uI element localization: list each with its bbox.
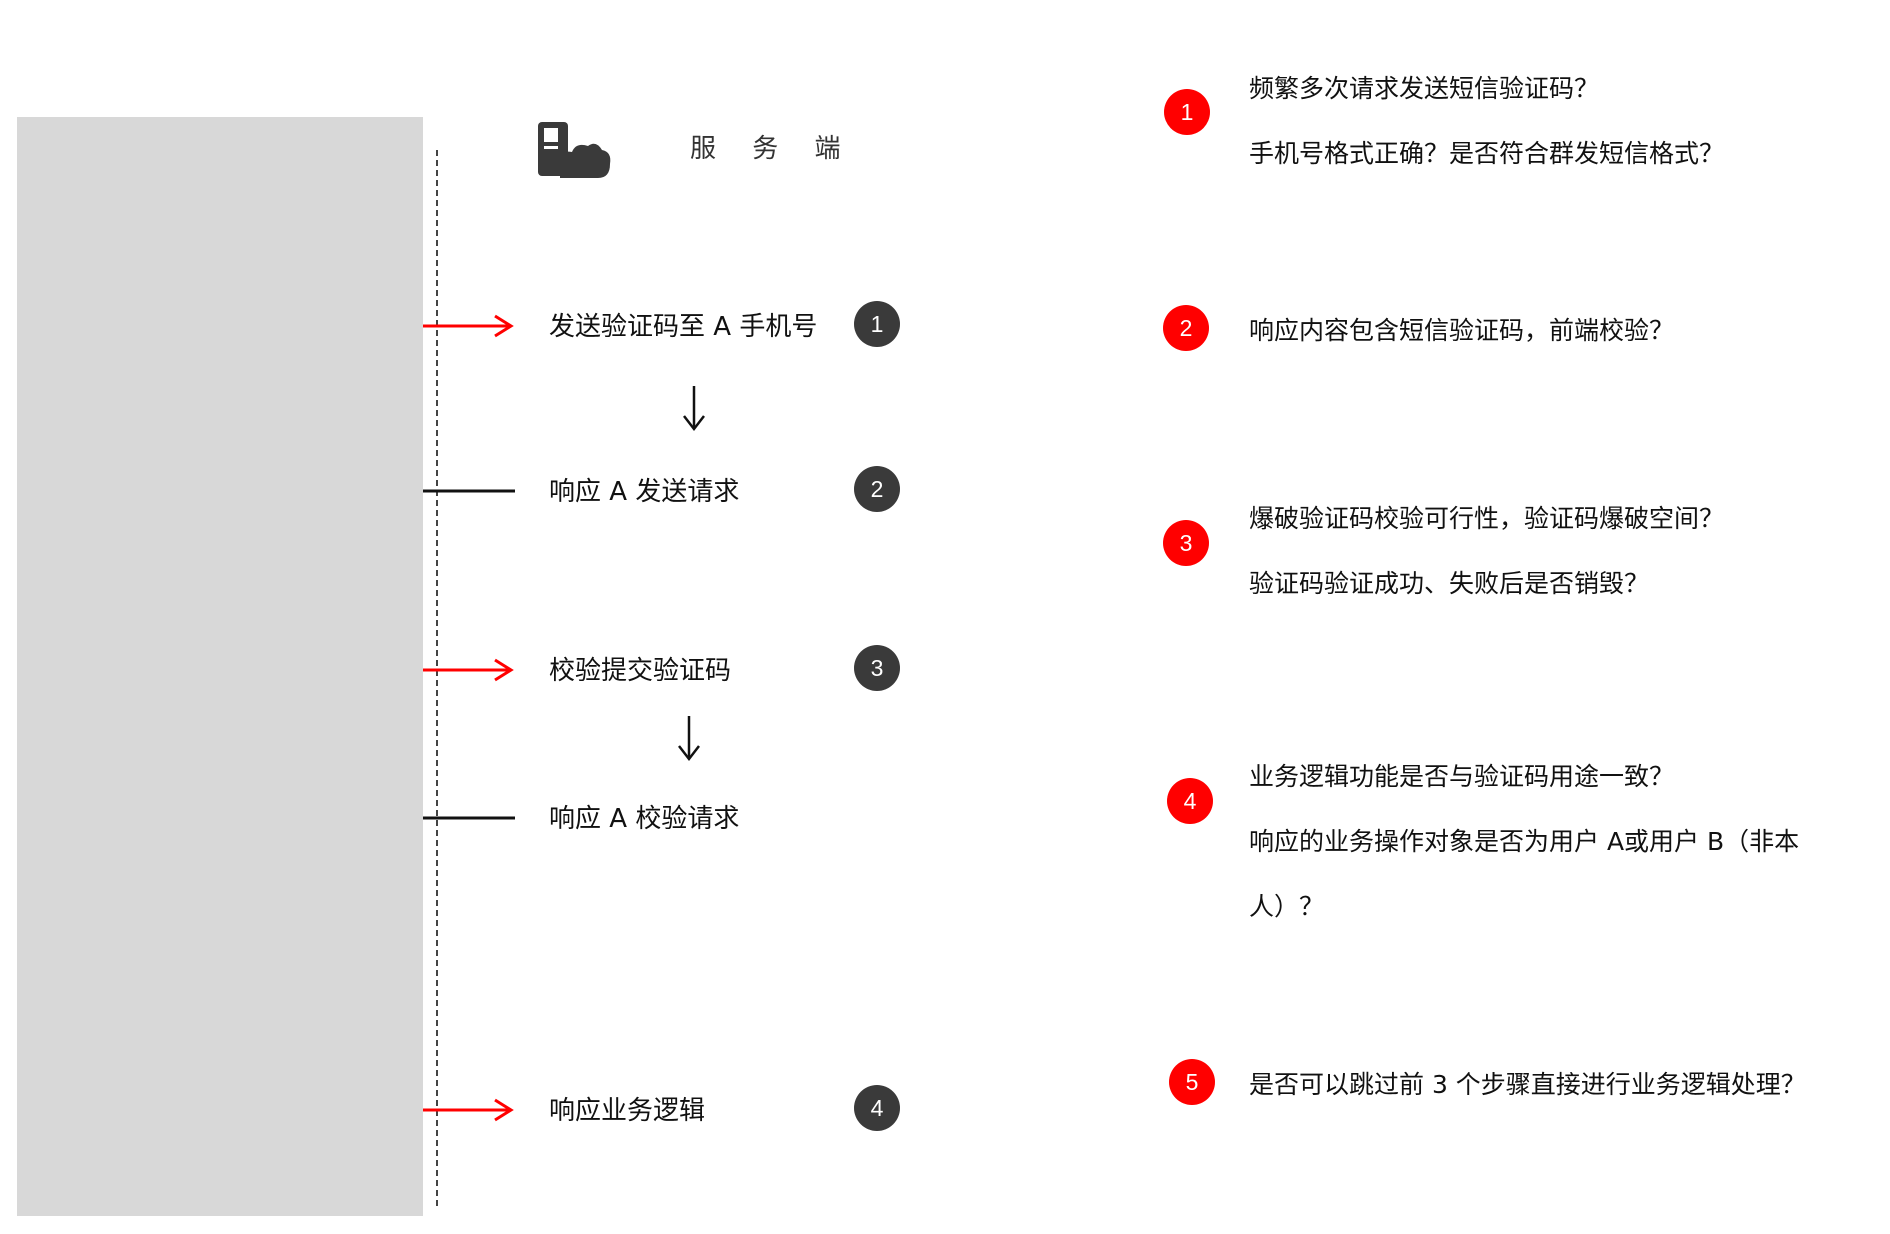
response-line-2 [423, 816, 515, 820]
server-lifeline [436, 150, 438, 1206]
question-text: 频繁多次请求发送短信验证码？ [1249, 74, 1600, 103]
question-badge-2: 2 [1163, 305, 1209, 351]
request-arrow-1 [423, 314, 514, 338]
question-badge-3: 3 [1163, 520, 1209, 566]
question-group-3: 爆破验证码校验可行性，验证码爆破空间？ 验证码验证成功、失败后是否销毁？ [1249, 486, 1849, 616]
step-label-verify-code: 校验提交验证码 [549, 656, 732, 686]
step-badge-2: 2 [854, 466, 900, 512]
question-text: 爆破验证码校验可行性，验证码爆破空间？ [1249, 504, 1725, 533]
question-badge-4: 4 [1167, 778, 1213, 824]
request-arrow-2 [423, 658, 514, 682]
question-text: 验证码验证成功、失败后是否销毁？ [1249, 569, 1650, 598]
down-arrow-2 [678, 716, 700, 762]
question-text: 响应的业务操作对象是否为用户 A或用户 B（非本 [1249, 827, 1800, 856]
request-arrow-3 [423, 1098, 514, 1122]
server-cloud-icon [538, 122, 611, 178]
step-label-respond-verify: 响应 A 校验请求 [549, 804, 740, 834]
question-text: 业务逻辑功能是否与验证码用途一致？ [1249, 762, 1675, 791]
question-group-1: 频繁多次请求发送短信验证码？ 手机号格式正确？是否符合群发短信格式？ [1249, 56, 1849, 186]
step-badge-3: 3 [854, 645, 900, 691]
server-label: 服 务 端 [690, 134, 855, 164]
question-text: 响应内容包含短信验证码，前端校验？ [1249, 316, 1675, 345]
step-label-respond-send: 响应 A 发送请求 [549, 477, 740, 507]
client-panel [17, 117, 423, 1216]
question-group-2: 响应内容包含短信验证码，前端校验？ [1249, 298, 1849, 363]
question-badge-5: 5 [1169, 1059, 1215, 1105]
question-badge-1: 1 [1164, 89, 1210, 135]
step-label-business-logic: 响应业务逻辑 [549, 1096, 706, 1126]
down-arrow-1 [683, 386, 705, 432]
question-text: 手机号格式正确？是否符合群发短信格式？ [1249, 139, 1725, 168]
question-text: 人）？ [1249, 892, 1325, 921]
step-label-send-code: 发送验证码至 A 手机号 [549, 312, 818, 342]
response-line-1 [423, 489, 515, 493]
question-group-5: 是否可以跳过前 3 个步骤直接进行业务逻辑处理？ [1249, 1052, 1849, 1117]
step-badge-1: 1 [854, 301, 900, 347]
question-text: 是否可以跳过前 3 个步骤直接进行业务逻辑处理？ [1249, 1070, 1806, 1099]
question-group-4: 业务逻辑功能是否与验证码用途一致？ 响应的业务操作对象是否为用户 A或用户 B（… [1249, 744, 1849, 939]
step-badge-4: 4 [854, 1085, 900, 1131]
